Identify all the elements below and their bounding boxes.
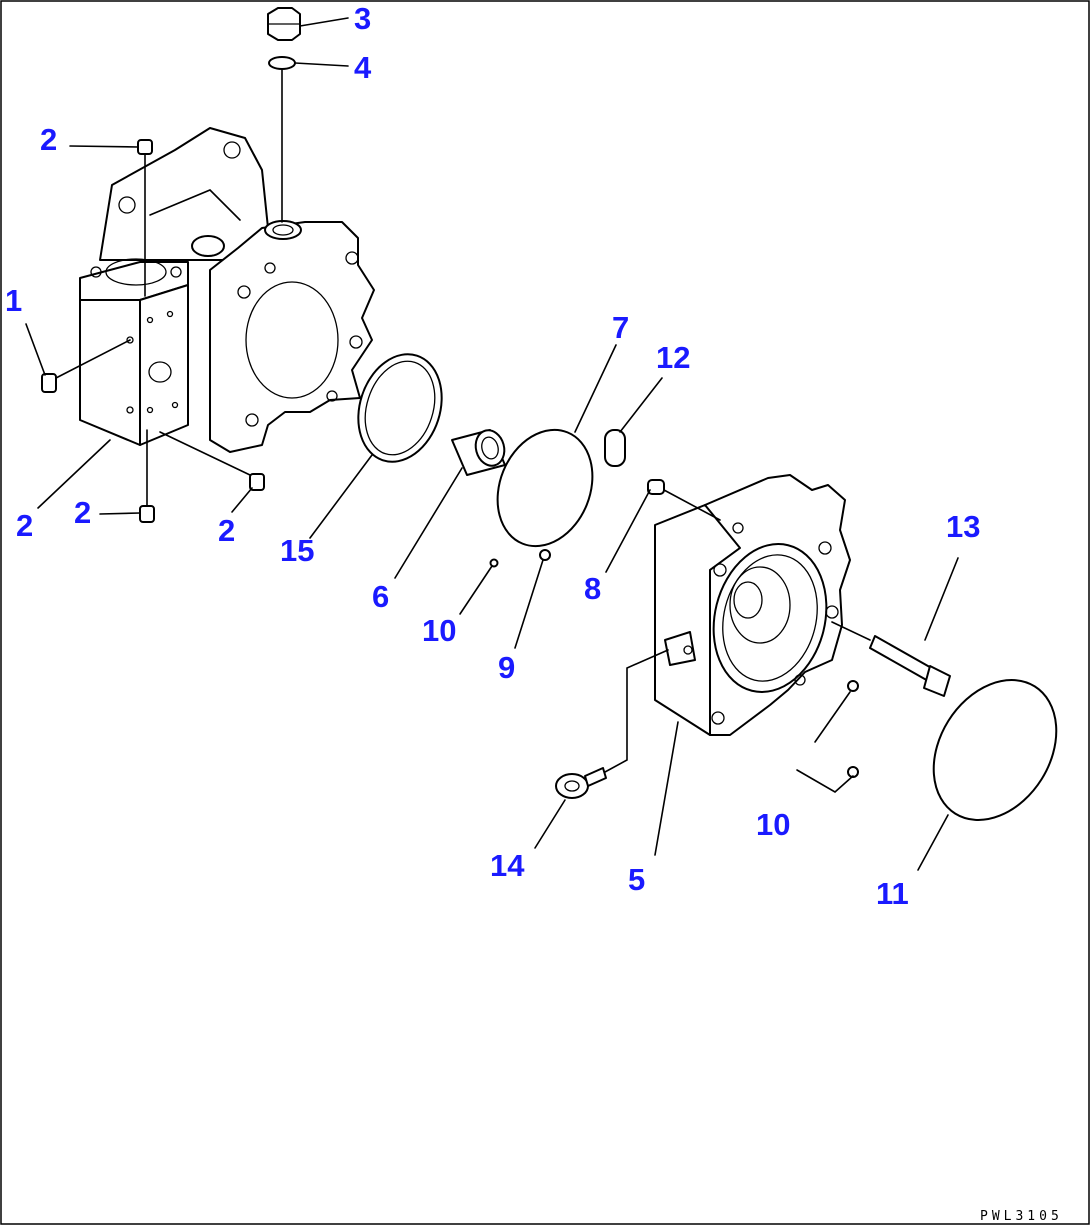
callout-label: 3 — [354, 1, 371, 36]
leader-lines — [25, 17, 959, 871]
bearing-part — [451, 429, 506, 476]
callout-label: 12 — [656, 340, 690, 375]
cover-o-ring-part — [932, 679, 1058, 821]
callout-label: 13 — [946, 509, 980, 544]
pin-part — [539, 549, 551, 561]
pin-part — [489, 558, 499, 568]
dowel-part — [647, 479, 665, 495]
callout-label: 2 — [16, 508, 33, 543]
callout-label: 8 — [584, 571, 601, 606]
small-seal-part — [604, 429, 626, 467]
callout-label: 14 — [490, 848, 525, 883]
callout-label: 10 — [422, 613, 456, 648]
callout-label: 1 — [5, 283, 22, 318]
pin-part — [847, 680, 859, 692]
callout-label: 4 — [354, 50, 372, 85]
eye-bolt-part — [555, 767, 607, 799]
callout-label: 6 — [372, 579, 389, 614]
seal-ring-part — [357, 353, 443, 463]
callout-label: 9 — [498, 650, 515, 685]
housing-part — [79, 127, 375, 453]
large-o-ring-part — [496, 428, 594, 548]
callout-label: 10 — [756, 807, 790, 842]
callout-label: 15 — [280, 533, 314, 568]
callout-label: 2 — [218, 513, 235, 548]
callout-labels: 3 4 2 2 1 2 2 2 6 7 12 10 9 8 13 14 5 10… — [5, 1, 980, 911]
callout-label: 5 — [628, 862, 645, 897]
cover-part — [654, 474, 851, 736]
bolt-part — [869, 635, 951, 697]
callout-label: 11 — [876, 876, 909, 911]
callout-label: 2 — [74, 495, 91, 530]
drawing-number: PWL3105 — [980, 1209, 1063, 1224]
o-ring-part — [268, 56, 296, 70]
callout-label: 7 — [612, 310, 629, 345]
plug-part — [267, 7, 301, 41]
callout-label: 2 — [40, 122, 57, 157]
small-plug-parts — [41, 139, 265, 523]
